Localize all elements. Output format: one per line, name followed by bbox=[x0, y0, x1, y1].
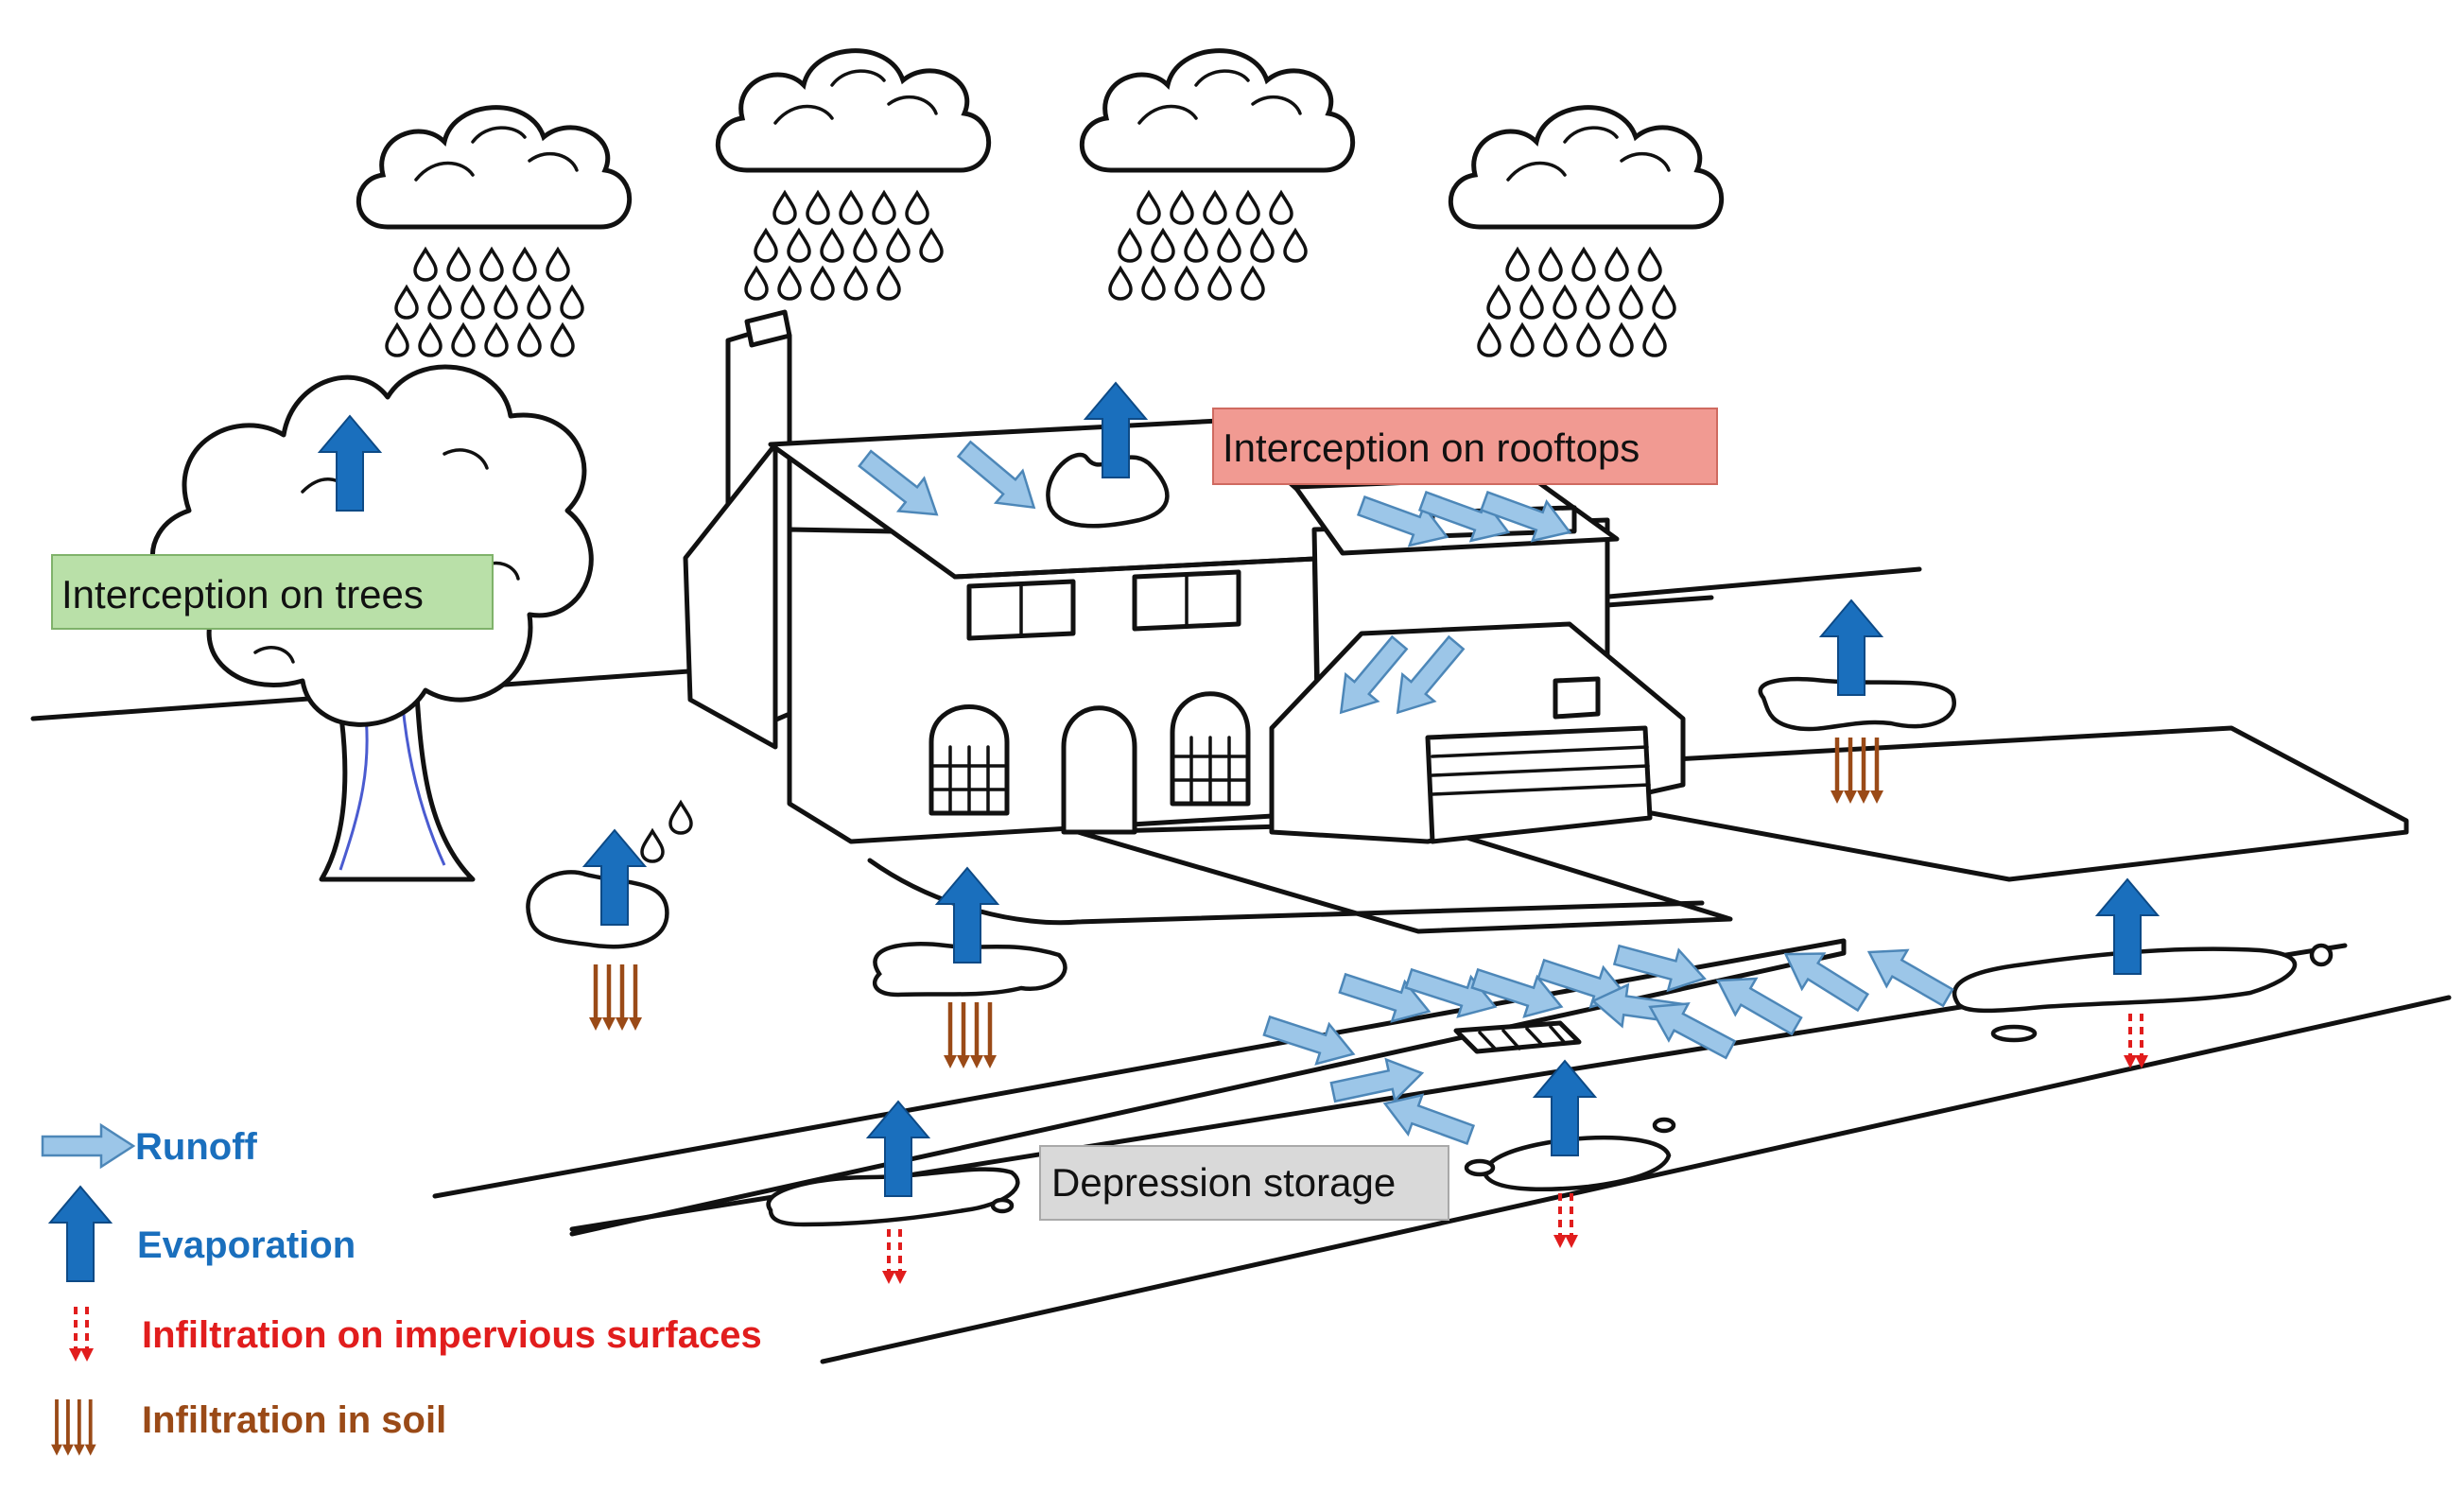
house bbox=[683, 309, 1686, 844]
legend-runoff-text: Runoff bbox=[135, 1126, 258, 1168]
legend: Runoff Evaporation Infiltration on imper… bbox=[41, 1123, 762, 1458]
legend-evaporation-text: Evaporation bbox=[137, 1224, 356, 1266]
yard-puddle-center bbox=[873, 942, 1067, 998]
cloud-4 bbox=[1450, 108, 1721, 357]
legend-impervious-text: Infiltration on impervious surfaces bbox=[142, 1314, 762, 1356]
dashed-red-arrow-icon bbox=[67, 1305, 95, 1363]
legend-runoff: Runoff bbox=[41, 1123, 258, 1169]
cloud-1 bbox=[358, 108, 629, 357]
yard-puddle-left bbox=[526, 870, 669, 949]
label-depression-text: Depression storage bbox=[1051, 1160, 1396, 1205]
label-rooftops-text: Interception on rooftops bbox=[1223, 425, 1640, 470]
label-trees: Interception on trees bbox=[51, 554, 494, 630]
evaporation-arrow-icon bbox=[49, 1186, 112, 1282]
yard-puddle-right bbox=[1758, 676, 1956, 732]
storm-drain-grate bbox=[1453, 1020, 1582, 1054]
street-puddle-right bbox=[1952, 946, 2298, 1014]
legend-soil-text: Infiltration in soil bbox=[142, 1399, 446, 1441]
label-rooftops: Interception on rooftops bbox=[1212, 408, 1718, 485]
legend-soil: Infiltration in soil bbox=[49, 1398, 446, 1458]
runoff-arrow-icon bbox=[41, 1123, 135, 1169]
street-puddle-center bbox=[1482, 1135, 1672, 1192]
sidewalk bbox=[432, 938, 1847, 1237]
cloud-3 bbox=[1082, 51, 1352, 301]
legend-impervious: Infiltration on impervious surfaces bbox=[67, 1305, 762, 1363]
legend-evaporation: Evaporation bbox=[49, 1186, 356, 1282]
brown-arrows-icon bbox=[49, 1398, 98, 1458]
tree bbox=[150, 364, 594, 882]
roof-puddle bbox=[1046, 452, 1170, 529]
label-depression: Depression storage bbox=[1039, 1145, 1449, 1221]
label-trees-text: Interception on trees bbox=[61, 572, 424, 616]
cloud-2 bbox=[718, 51, 988, 301]
